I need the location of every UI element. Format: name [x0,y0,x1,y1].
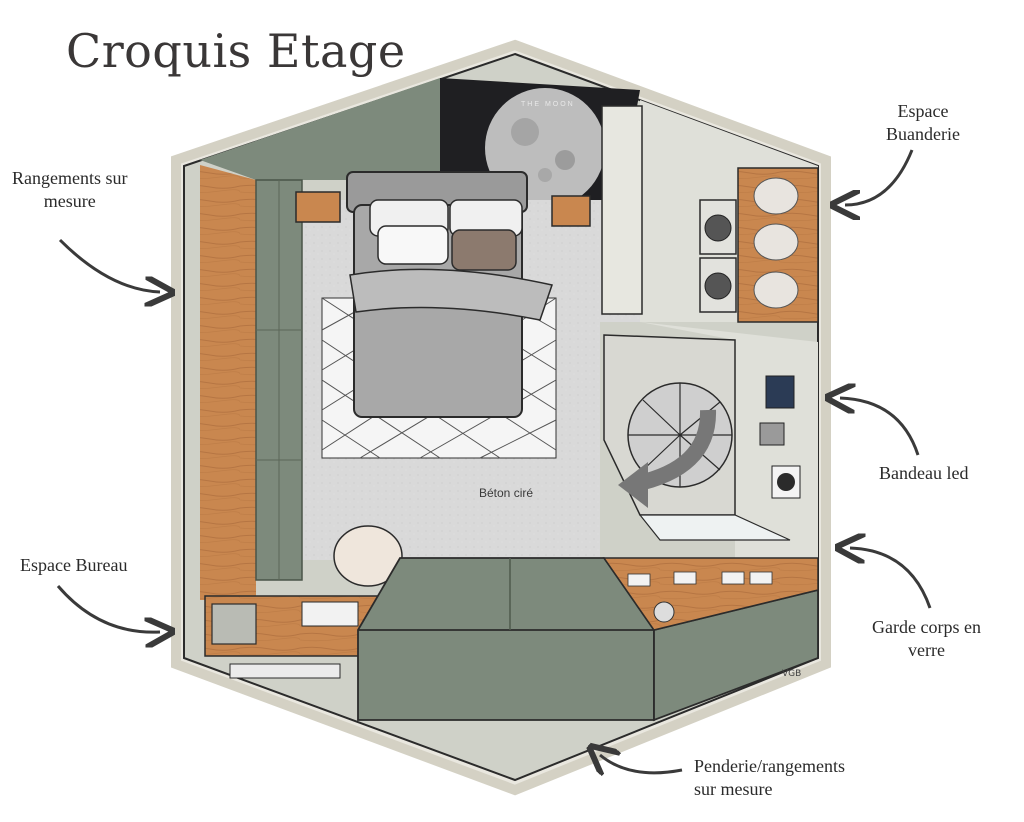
label-penderie: Penderie/rangements sur mesure [694,756,845,799]
label-espace-bureau: Espace Bureau [20,555,128,575]
page-title: Croquis Etage [66,24,406,78]
bedside-table-left [295,191,341,223]
label-bandeau-led: Bandeau led [879,463,969,483]
frame-icon [765,375,795,409]
bedside-table-right [551,195,591,227]
drawer-unit [211,603,257,645]
frame-icon [759,422,785,446]
glass-railing [638,514,791,541]
laundry-cabinet [601,105,643,315]
arrow-penderie [600,755,683,773]
arrow-bureau [56,585,160,632]
arrow-bandeau [840,398,920,456]
basket-icon [753,271,799,309]
basket-icon [753,177,799,215]
floor-label: Béton ciré [479,486,533,500]
arrow-rangements [58,238,160,292]
wardrobe-wood [200,165,256,600]
arrow-buanderie [845,149,914,205]
basket-icon [753,223,799,261]
label-rangements: Rangements sur mesure [12,168,128,211]
penderie-block [357,557,655,721]
signature: VGB [782,669,801,679]
label-buanderie: Espace Buanderie [886,101,960,144]
poster-text: THE MOON [521,101,575,108]
label-garde-corps: Garde corps en verre [872,617,981,660]
back-wall [200,78,440,180]
arrow-garde-corps [850,548,932,609]
chair-icon [333,525,403,587]
